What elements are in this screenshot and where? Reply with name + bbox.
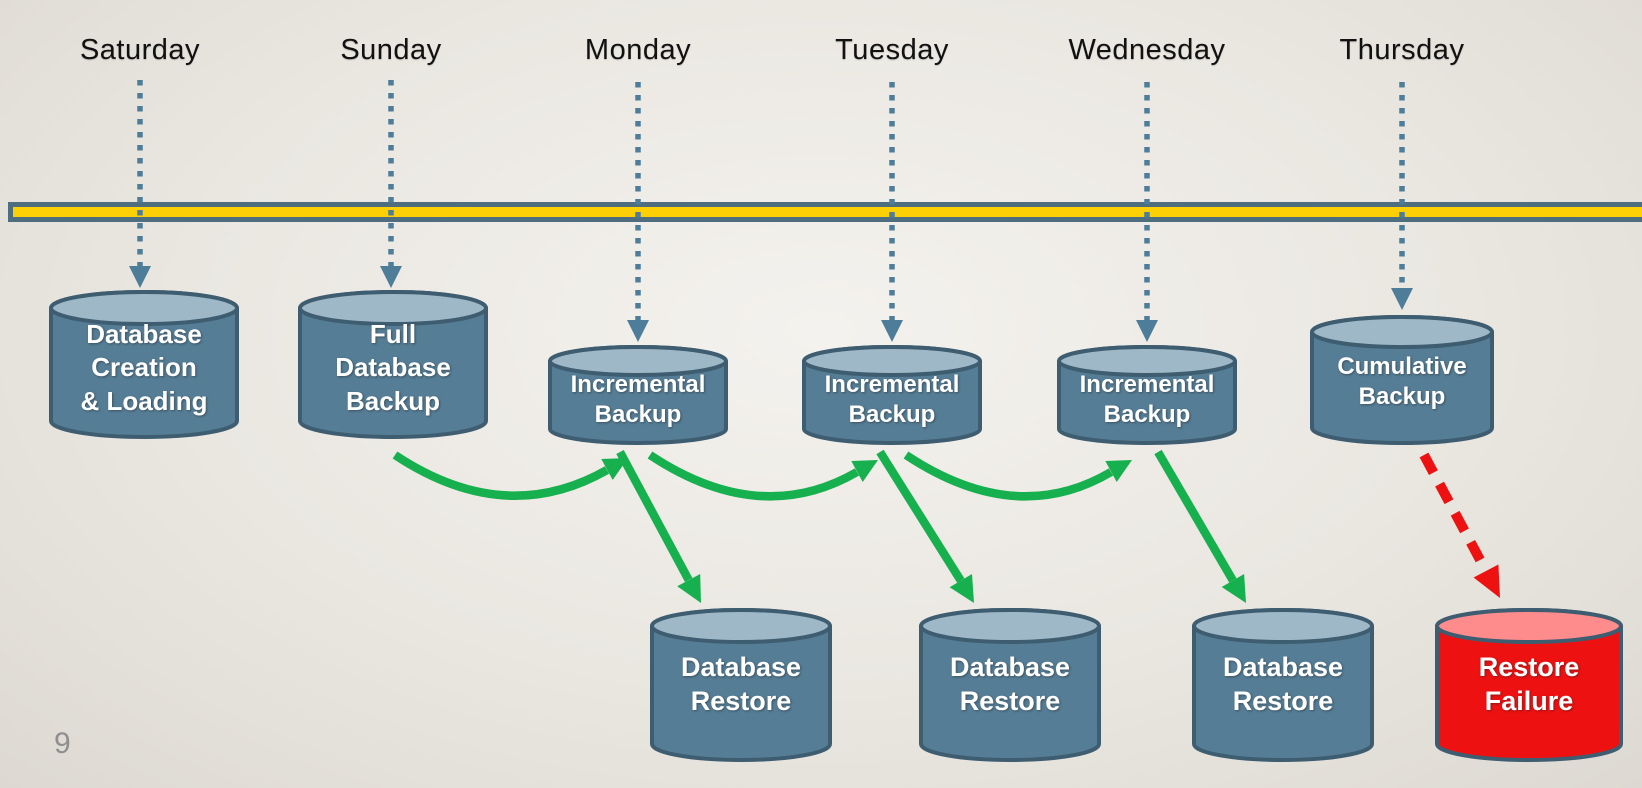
cylinder-full-database-backup <box>298 290 488 439</box>
timeline-bar <box>8 202 1642 222</box>
arrow-head <box>949 574 974 603</box>
arrow-head <box>1221 574 1246 603</box>
day-label-monday: Monday <box>584 34 692 66</box>
arrow-line <box>876 449 965 583</box>
label-incremental-backup-tuesday: Incremental Backup <box>824 370 960 428</box>
cylinder-top <box>919 608 1101 644</box>
down-arrow-thursday-icon <box>1391 82 1413 310</box>
down-arrow-tuesday-icon <box>881 82 903 342</box>
arrow-line <box>1154 449 1237 583</box>
cylinder-cumulative-backup <box>1310 315 1494 445</box>
cylinder-top <box>650 608 832 644</box>
cylinder-database-restore-wednesday <box>1192 608 1374 762</box>
green-arrow-tuesday-restore <box>876 449 974 603</box>
curve-line <box>903 451 1114 501</box>
arrow-head <box>1473 564 1500 598</box>
cylinder-top <box>548 345 728 377</box>
cylinder-database-restore-tuesday <box>919 608 1101 762</box>
curve-arrowhead <box>851 460 878 482</box>
arrow-head <box>677 574 701 603</box>
cylinder-database-creation <box>49 290 239 439</box>
cylinder-incremental-backup-tuesday <box>802 345 982 445</box>
cylinder-top <box>1310 315 1494 349</box>
down-arrow-monday-head <box>627 320 649 342</box>
cylinder-top <box>1057 345 1237 377</box>
down-arrow-wednesday-icon <box>1136 82 1158 342</box>
day-label-tuesday: Tuesday <box>835 34 949 66</box>
label-restore-failure: Restore Failure <box>1478 651 1580 716</box>
day-label-saturday: Saturday <box>79 34 201 66</box>
arrow-line <box>1419 452 1491 574</box>
curve-arrowhead <box>601 458 628 480</box>
green-curve-sunday-to-monday <box>392 451 628 500</box>
page-number: 9 <box>54 727 71 760</box>
label-incremental-backup-wednesday: Incremental Backup <box>1079 370 1215 428</box>
day-label-wednesday: Wednesday <box>1068 34 1226 66</box>
cylinder-top <box>1435 608 1623 644</box>
down-arrow-saturday-icon <box>129 80 151 288</box>
cylinder-restore-failure <box>1435 608 1623 762</box>
curve-line <box>647 451 860 501</box>
label-database-restore-monday: Database Restore <box>680 651 802 716</box>
green-arrow-monday-restore <box>616 449 701 603</box>
curve-arrowhead <box>1105 460 1132 482</box>
cylinder-top <box>298 290 488 326</box>
arrow-line <box>616 449 693 583</box>
curve-line <box>392 451 610 500</box>
cylinder-top <box>1192 608 1374 644</box>
timeline-bar-fill <box>13 207 1642 217</box>
down-arrow-sunday-icon <box>380 80 402 288</box>
down-arrow-sunday-head <box>380 266 402 288</box>
cylinder-top <box>802 345 982 377</box>
down-arrow-tuesday-head <box>881 320 903 342</box>
green-curve-monday-to-tuesday <box>647 451 878 501</box>
label-incremental-backup-monday: Incremental Backup <box>570 370 706 428</box>
cylinder-top <box>49 290 239 326</box>
down-arrow-thursday-head <box>1391 288 1413 310</box>
green-arrow-wednesday-restore <box>1154 449 1246 603</box>
down-arrow-monday-icon <box>627 82 649 342</box>
label-cumulative-backup: Cumulative Backup <box>1337 352 1467 410</box>
day-label-thursday: Thursday <box>1339 34 1465 66</box>
down-arrow-saturday-head <box>129 266 151 288</box>
day-label-sunday: Sunday <box>340 34 442 66</box>
label-database-restore-tuesday: Database Restore <box>949 651 1071 716</box>
cylinder-database-restore-monday <box>650 608 832 762</box>
down-arrow-wednesday-head <box>1136 320 1158 342</box>
green-curve-tuesday-to-wednesday <box>903 451 1132 501</box>
red-dashed-arrow-restore-failure <box>1419 452 1500 598</box>
label-database-restore-wednesday: Database Restore <box>1222 651 1344 716</box>
cylinder-incremental-backup-wednesday <box>1057 345 1237 445</box>
label-full-database-backup: Full Database Backup <box>335 319 451 416</box>
label-database-creation: Database Creation & Loading <box>80 319 208 416</box>
cylinder-incremental-backup-monday <box>548 345 728 445</box>
